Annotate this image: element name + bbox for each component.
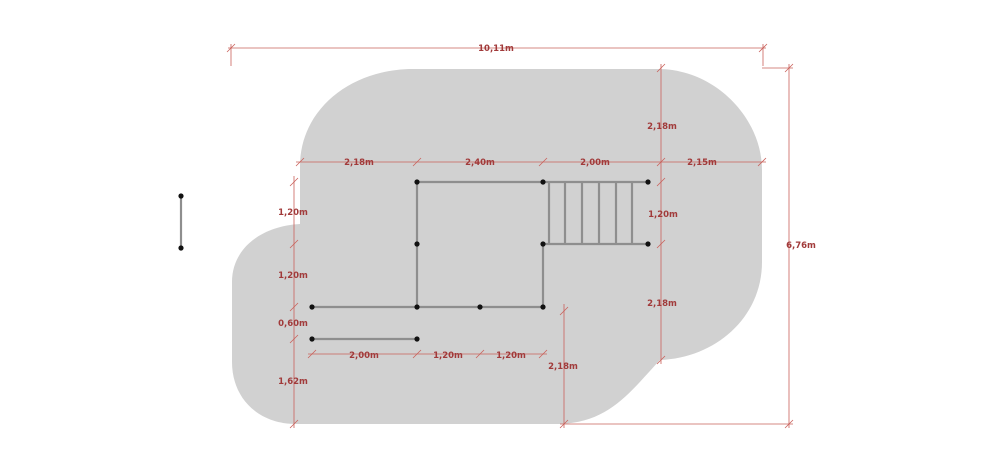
dim-tick bbox=[475, 349, 485, 359]
dim-label-bottom-segment-1: 2,00m bbox=[349, 351, 379, 361]
dim-label-row-segment-1: 2,18m bbox=[344, 158, 374, 168]
ladder-bridge bbox=[543, 180, 648, 246]
dim-label-left-vertical-4: 1,62m bbox=[278, 377, 308, 387]
dim-tick bbox=[289, 419, 299, 429]
dim-tick bbox=[538, 349, 548, 359]
post-node bbox=[645, 241, 651, 247]
dim-label-bottom-center-vertical: 2,18m bbox=[548, 362, 578, 372]
dim-tick bbox=[784, 63, 794, 73]
post-node bbox=[540, 241, 546, 247]
post-node bbox=[645, 179, 651, 185]
dim-label-total-width: 10,11m bbox=[478, 44, 514, 54]
dim-tick bbox=[784, 419, 794, 429]
post-node bbox=[414, 304, 420, 310]
dimension-lines bbox=[226, 43, 794, 429]
dim-label-bottom-segment-2: 1,20m bbox=[433, 351, 463, 361]
scale-node bbox=[178, 245, 184, 251]
dim-label-row-segment-3: 2,00m bbox=[580, 158, 610, 168]
structure bbox=[179, 180, 648, 341]
dim-tick bbox=[758, 43, 768, 53]
post-node bbox=[414, 179, 420, 185]
post-node bbox=[414, 336, 420, 342]
dim-tick bbox=[538, 157, 548, 167]
post-node bbox=[540, 179, 546, 185]
dim-tick bbox=[307, 349, 317, 359]
dim-tick bbox=[559, 419, 569, 429]
dim-tick bbox=[559, 306, 569, 316]
dim-tick bbox=[656, 355, 666, 365]
dim-label-lower-right-vertical: 2,18m bbox=[647, 299, 677, 309]
dim-label-row-segment-4: 2,15m bbox=[687, 158, 717, 168]
dim-label-top-right-vertical: 2,18m bbox=[647, 122, 677, 132]
dim-label-total-height: 6,76m bbox=[786, 241, 816, 251]
scale-node bbox=[178, 193, 184, 199]
post-node bbox=[540, 304, 546, 310]
dim-tick bbox=[226, 43, 236, 53]
post-node bbox=[309, 304, 315, 310]
dim-label-left-vertical-1: 1,20m bbox=[278, 208, 308, 218]
dim-tick bbox=[289, 177, 299, 187]
dim-tick bbox=[289, 239, 299, 249]
safety-surface-shape bbox=[232, 69, 762, 424]
dim-tick bbox=[412, 349, 422, 359]
post-node bbox=[309, 336, 315, 342]
dimension-labels: 10,11m 6,76m 2,18m 1,20m 2,18m 2,18m 2,1… bbox=[278, 44, 816, 387]
dim-label-bottom-segment-3: 1,20m bbox=[496, 351, 526, 361]
dim-label-left-vertical-3: 0,60m bbox=[278, 319, 308, 329]
post-node bbox=[477, 304, 483, 310]
dim-tick bbox=[412, 157, 422, 167]
dim-label-row-segment-2: 2,40m bbox=[465, 158, 495, 168]
dim-label-middle-right-vertical: 1,20m bbox=[648, 210, 678, 220]
dim-tick bbox=[656, 63, 666, 73]
post-node bbox=[414, 241, 420, 247]
dim-tick bbox=[289, 302, 299, 312]
dim-tick bbox=[757, 157, 767, 167]
dim-tick bbox=[656, 239, 666, 249]
dim-tick bbox=[289, 334, 299, 344]
nodes bbox=[178, 179, 651, 342]
dim-tick bbox=[295, 157, 305, 167]
safety-surface-area bbox=[232, 69, 762, 424]
dim-tick bbox=[656, 177, 666, 187]
dim-label-left-vertical-2: 1,20m bbox=[278, 271, 308, 281]
